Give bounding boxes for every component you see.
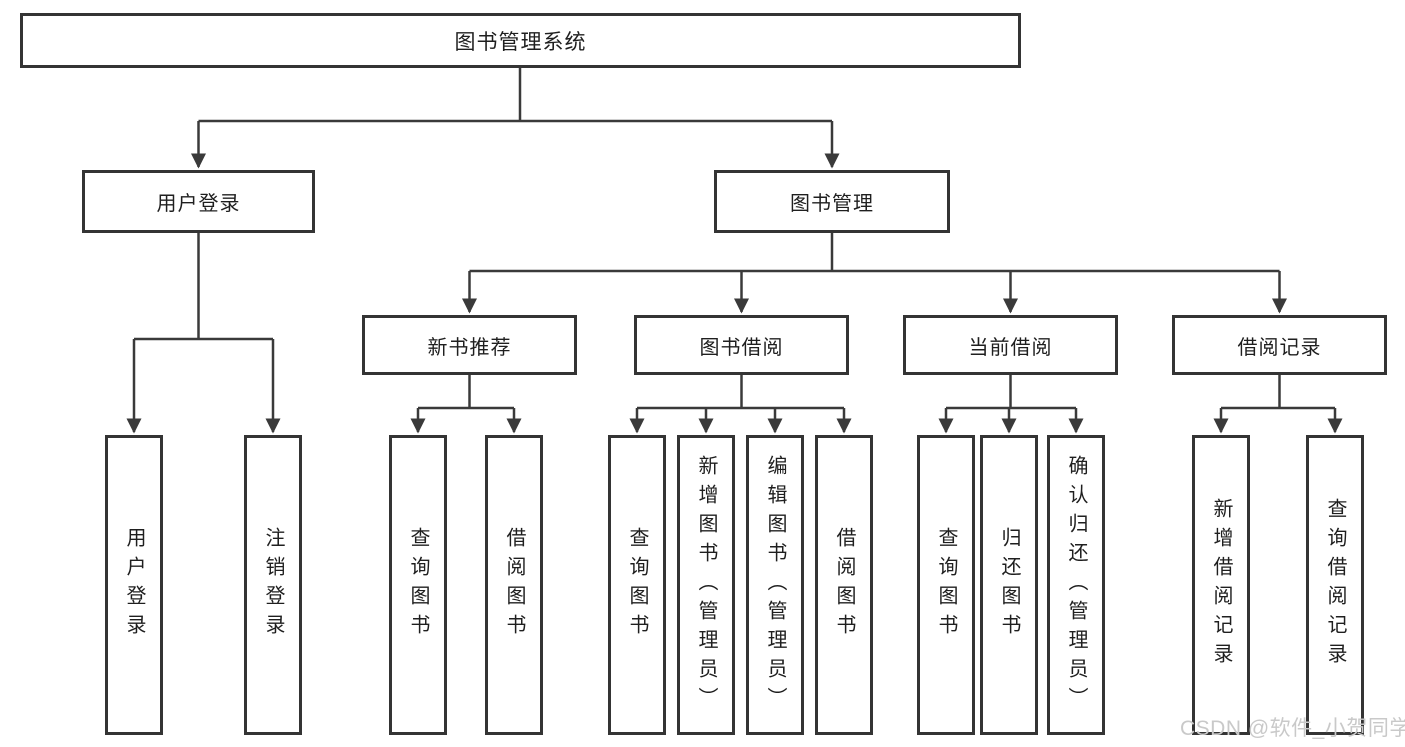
node-borrow-records-label: 借阅记录 (1237, 336, 1322, 359)
node-current-borrowing-label: 当前借阅 (968, 336, 1053, 359)
leaf-bb-borrow-books: 借阅图书 (815, 435, 873, 735)
leaf-user-login: 用户登录 (105, 435, 163, 735)
leaf-nb-query-books-label: 查询图书 (407, 527, 429, 643)
leaf-nb-query-books: 查询图书 (389, 435, 447, 735)
leaf-bb-query-books-label: 查询图书 (626, 527, 648, 643)
leaf-br-add-record: 新增借阅记录 (1192, 435, 1250, 735)
leaf-cb-query-books-label: 查询图书 (935, 527, 957, 643)
leaf-cb-return-books: 归还图书 (980, 435, 1038, 735)
leaf-br-query-record-label: 查询借阅记录 (1324, 498, 1346, 672)
node-book-management: 图书管理 (714, 170, 950, 233)
leaf-user-login-label: 用户登录 (123, 527, 145, 643)
leaf-bb-query-books: 查询图书 (608, 435, 666, 735)
leaf-nb-borrow-books: 借阅图书 (485, 435, 543, 735)
node-user-login: 用户登录 (82, 170, 315, 233)
leaf-br-query-record: 查询借阅记录 (1306, 435, 1364, 735)
leaf-bb-borrow-books-label: 借阅图书 (833, 527, 855, 643)
node-book-borrowing-label: 图书借阅 (699, 336, 784, 359)
leaf-cb-return-books-label: 归还图书 (998, 527, 1020, 643)
node-current-borrowing: 当前借阅 (903, 315, 1118, 375)
leaf-bb-edit-books-admin: 编辑图书（管理员） (746, 435, 804, 735)
leaf-cb-query-books: 查询图书 (917, 435, 975, 735)
leaf-bb-add-books-admin: 新增图书（管理员） (677, 435, 735, 735)
leaf-cb-confirm-return-admin: 确认归还（管理员） (1047, 435, 1105, 735)
leaf-nb-borrow-books-label: 借阅图书 (503, 527, 525, 643)
leaf-bb-edit-books-admin-label: 编辑图书（管理员） (764, 454, 786, 716)
leaf-logout-label: 注销登录 (262, 527, 284, 643)
node-book-borrowing: 图书借阅 (634, 315, 849, 375)
csdn-watermark: CSDN @软件_小贺同学 (1180, 717, 1405, 740)
node-new-book-recommend: 新书推荐 (362, 315, 577, 375)
leaf-logout: 注销登录 (244, 435, 302, 735)
node-library-system: 图书管理系统 (20, 13, 1021, 68)
node-library-system-label: 图书管理系统 (454, 30, 587, 54)
leaf-bb-add-books-admin-label: 新增图书（管理员） (695, 454, 717, 716)
leaf-br-add-record-label: 新增借阅记录 (1210, 498, 1232, 672)
node-borrow-records: 借阅记录 (1172, 315, 1387, 375)
node-user-login-label: 用户登录 (156, 193, 241, 215)
node-book-management-label: 图书管理 (790, 193, 874, 215)
leaf-cb-confirm-return-admin-label: 确认归还（管理员） (1065, 454, 1087, 716)
node-new-book-recommend-label: 新书推荐 (427, 336, 512, 359)
